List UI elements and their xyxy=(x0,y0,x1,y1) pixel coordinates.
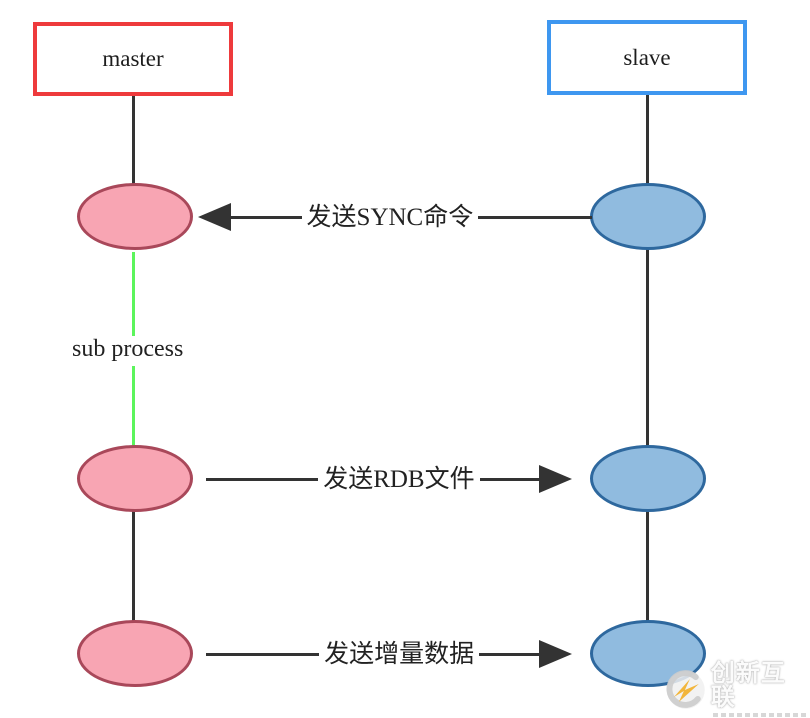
sub-process-line-upper xyxy=(132,252,135,336)
arrow-line xyxy=(206,652,320,656)
slave-state-ellipse-3 xyxy=(590,620,706,687)
slave-node-box: slave xyxy=(547,20,747,95)
message-label-rdb: 发送RDB文件 xyxy=(323,465,475,493)
arrow-line xyxy=(479,477,539,481)
slave-node-label: slave xyxy=(623,44,671,70)
master-state-ellipse-3 xyxy=(77,620,193,687)
slave-lifeline-segment-3 xyxy=(646,510,649,622)
master-state-ellipse-2 xyxy=(77,445,193,512)
slave-lifeline-segment-1 xyxy=(646,95,649,184)
arrowhead-right-icon xyxy=(539,465,572,493)
sub-process-line-lower xyxy=(132,366,135,446)
arrow-line xyxy=(231,215,302,219)
message-arrow-rdb: 发送RDB文件 xyxy=(206,457,572,501)
message-label-sync: 发送SYNC命令 xyxy=(306,203,474,231)
master-node-label: master xyxy=(102,46,164,71)
message-label-incremental: 发送增量数据 xyxy=(324,640,475,668)
master-lifeline-segment-1 xyxy=(132,96,135,184)
watermark-subtext xyxy=(712,713,807,717)
message-arrow-incremental: 发送增量数据 xyxy=(206,632,572,676)
watermark: 创新互联 xyxy=(666,662,810,717)
master-lifeline-segment-2 xyxy=(132,510,135,622)
master-state-ellipse-1 xyxy=(77,183,193,250)
slave-state-ellipse-2 xyxy=(590,445,706,512)
master-node-box: master xyxy=(33,22,233,96)
arrowhead-right-icon xyxy=(539,640,572,668)
slave-lifeline-segment-2 xyxy=(646,249,649,447)
watermark-text: 创新互联 xyxy=(710,660,786,711)
arrow-line xyxy=(478,215,592,219)
arrow-line xyxy=(479,652,539,656)
slave-state-ellipse-1 xyxy=(590,183,706,250)
watermark-logo-icon xyxy=(666,669,705,709)
arrowhead-left-icon xyxy=(198,203,231,231)
message-arrow-sync: 发送SYNC命令 xyxy=(198,195,592,239)
arrow-line xyxy=(206,477,319,481)
sub-process-label: sub process xyxy=(72,336,184,362)
